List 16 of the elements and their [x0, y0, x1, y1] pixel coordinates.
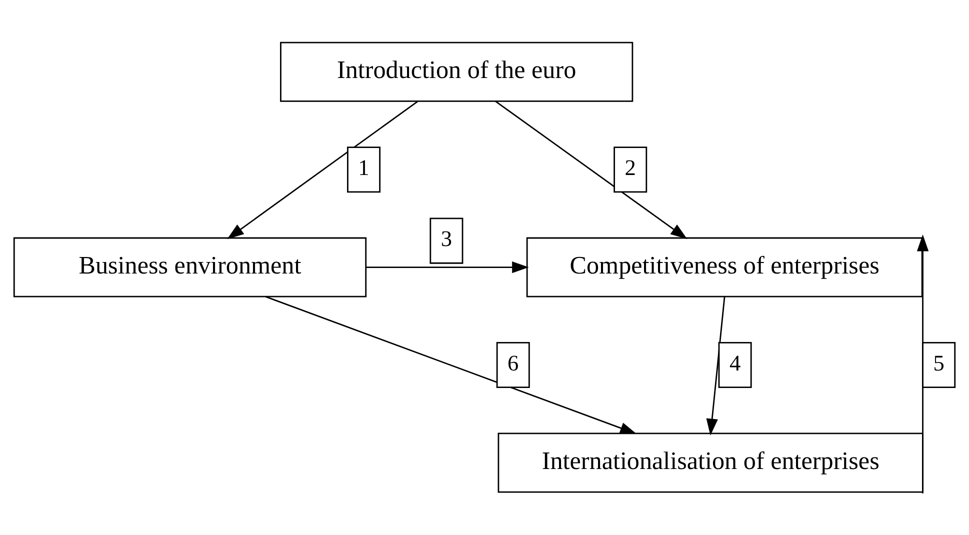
arrow [227, 100, 418, 239]
arrow [495, 100, 688, 239]
arrow [706, 296, 726, 435]
node-box: Introduction of the euro [280, 41, 634, 102]
edge-label: 3 [440, 226, 452, 251]
node-box: Internationalisation of enterprises [498, 432, 924, 492]
edge-label: 5 [933, 350, 944, 375]
edge-label: 4 [729, 350, 741, 375]
node-box: Business environment [13, 236, 367, 297]
arrow [265, 296, 637, 434]
edge-label: 6 [508, 350, 519, 375]
edge-label: 1 [358, 154, 370, 180]
arrow [366, 260, 529, 273]
node-box: Competitiveness of enterprises [526, 236, 923, 297]
arrow [916, 234, 929, 493]
edge-label: 2 [624, 154, 636, 180]
